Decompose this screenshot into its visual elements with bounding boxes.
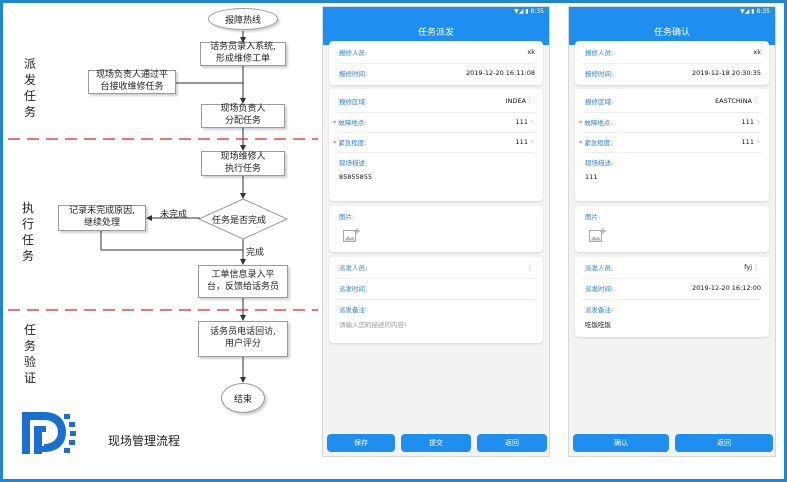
fault-card: 报修区域: INDEA〉 *故障地点: 111✎ *紧急程度: 111✎ 现场描… bbox=[329, 89, 543, 201]
not-done-label: 未完成 bbox=[160, 210, 188, 220]
dispatch-card: 派发人员: 〉 派发时间: 派发备注: 请输入您的描述的内容! bbox=[329, 257, 543, 343]
confirm-button[interactable]: 确认 bbox=[573, 434, 669, 452]
app-bar-title: 任务确认 bbox=[569, 17, 775, 45]
chevron-right-icon: 〉 bbox=[528, 263, 535, 271]
photo-card: 图片: bbox=[329, 206, 543, 252]
wifi-icon: ▼◢ bbox=[740, 8, 750, 15]
phase-verify: 任务验证 bbox=[24, 323, 37, 385]
add-image-icon[interactable] bbox=[589, 228, 607, 242]
step-enter-system: 话务员录入系统,形成维修工单 bbox=[200, 42, 286, 66]
wifi-icon: ▼◢ bbox=[514, 8, 524, 15]
footer-title: 现场管理流程 bbox=[108, 434, 181, 448]
dispatcher-row[interactable]: 派发人员: 〉 bbox=[339, 263, 535, 272]
edit-icon: ✎ bbox=[755, 118, 761, 126]
decision-label: 任务是否完成 bbox=[212, 216, 267, 226]
step-assign-task: 现场负责人分配任务 bbox=[201, 104, 285, 128]
location-row[interactable]: *故障地点: 111✎ bbox=[333, 118, 535, 127]
dispatch-note-label-row: 派发备注: bbox=[339, 306, 368, 314]
report-time-row: 报修时间:2019-12-20 16:11:08 bbox=[339, 69, 535, 78]
company-logo bbox=[22, 412, 76, 454]
done-label: 完成 bbox=[246, 248, 265, 258]
description-value: 111 bbox=[585, 173, 598, 181]
step-record-reason: 记录未完成原因,继续处理 bbox=[58, 205, 146, 231]
reporter-card: 报修人员:xk 报修时间:2019-12-20 16:11:08 bbox=[329, 41, 543, 85]
description-label-row: 现场描述: bbox=[585, 159, 614, 167]
submit-button[interactable]: 提交 bbox=[401, 434, 471, 452]
area-row[interactable]: 报修区域: EASTCHINA〉 bbox=[585, 97, 761, 106]
chevron-right-icon: 〉 bbox=[754, 263, 761, 271]
description-label-row: 现场描述: bbox=[339, 159, 368, 167]
battery-icon: ▮ bbox=[525, 8, 529, 15]
report-time-row: 报修时间:2019-12-18 20:30:35 bbox=[585, 69, 761, 78]
add-image-icon[interactable] bbox=[343, 228, 361, 242]
dispatch-note-input[interactable]: 请输入您的描述的内容! bbox=[339, 321, 407, 329]
dispatcher-row[interactable]: 派发人员: fyj〉 bbox=[585, 263, 761, 272]
step-execute-task: 现场维修人执行任务 bbox=[201, 151, 285, 176]
edit-icon: ✎ bbox=[755, 138, 761, 146]
step-feedback: 工单信息录入平台，反馈给话务员 bbox=[198, 265, 288, 298]
photo-label-row: 图片: bbox=[585, 213, 601, 221]
dispatch-card: 派发人员: fyj〉 派发时间:2019-12-20 16:12:00 派发备注… bbox=[575, 257, 769, 337]
status-bar: ▼◢ ▮ 8:35 bbox=[569, 7, 775, 17]
edit-icon: ✎ bbox=[529, 138, 535, 146]
location-row[interactable]: *故障地点: 111✎ bbox=[579, 118, 761, 127]
phase-execute: 执行任务 bbox=[22, 201, 35, 263]
reporter-row: 报修人员:xk bbox=[339, 48, 535, 57]
urgency-row[interactable]: *紧急程度: 111✎ bbox=[579, 138, 761, 147]
chevron-right-icon: 〉 bbox=[528, 97, 535, 105]
urgency-row[interactable]: *紧急程度: 111✎ bbox=[333, 138, 535, 147]
phase-dispatch: 派发任务 bbox=[24, 57, 37, 119]
battery-icon: ▮ bbox=[751, 8, 755, 15]
app-bar-title: 任务派发 bbox=[323, 17, 549, 45]
phone-dispatch: ▼◢ ▮ 8:35 任务派发 报修人员:xk 报修时间:2019-12-20 1… bbox=[322, 6, 550, 457]
back-button[interactable]: 返回 bbox=[477, 434, 547, 452]
dispatch-note-value: 吃饭吃饭 bbox=[585, 321, 611, 329]
status-bar: ▼◢ ▮ 8:35 bbox=[323, 7, 549, 17]
back-button[interactable]: 返回 bbox=[675, 434, 773, 452]
end-node: 结束 bbox=[221, 383, 265, 413]
photo-label-row: 图片: bbox=[339, 213, 355, 221]
edit-icon: ✎ bbox=[529, 118, 535, 126]
step-callback: 话务员电话回访,用户评分 bbox=[198, 321, 288, 357]
phone-confirm: ▼◢ ▮ 8:35 任务确认 报修人员:xk 报修时间:2019-12-18 2… bbox=[568, 6, 776, 457]
area-row[interactable]: 报修区域: INDEA〉 bbox=[339, 97, 535, 106]
photo-card: 图片: bbox=[575, 206, 769, 252]
dispatch-time-row: 派发时间: bbox=[339, 285, 368, 293]
dispatch-time-row: 派发时间:2019-12-20 16:12:00 bbox=[585, 284, 761, 293]
reporter-card: 报修人员:xk 报修时间:2019-12-18 20:30:35 bbox=[575, 41, 769, 85]
reporter-row: 报修人员:xk bbox=[585, 48, 761, 57]
chevron-right-icon: 〉 bbox=[754, 97, 761, 105]
step-onsite-receive: 现场负责人通过平台接收维修任务 bbox=[88, 70, 176, 94]
description-value[interactable]: 85855855 bbox=[339, 173, 373, 181]
fault-card: 报修区域: EASTCHINA〉 *故障地点: 111✎ *紧急程度: 111✎… bbox=[575, 89, 769, 201]
dispatch-note-label-row: 派发备注: bbox=[585, 306, 614, 314]
start-node: 报障热线 bbox=[208, 8, 278, 30]
save-button[interactable]: 保存 bbox=[327, 434, 395, 452]
